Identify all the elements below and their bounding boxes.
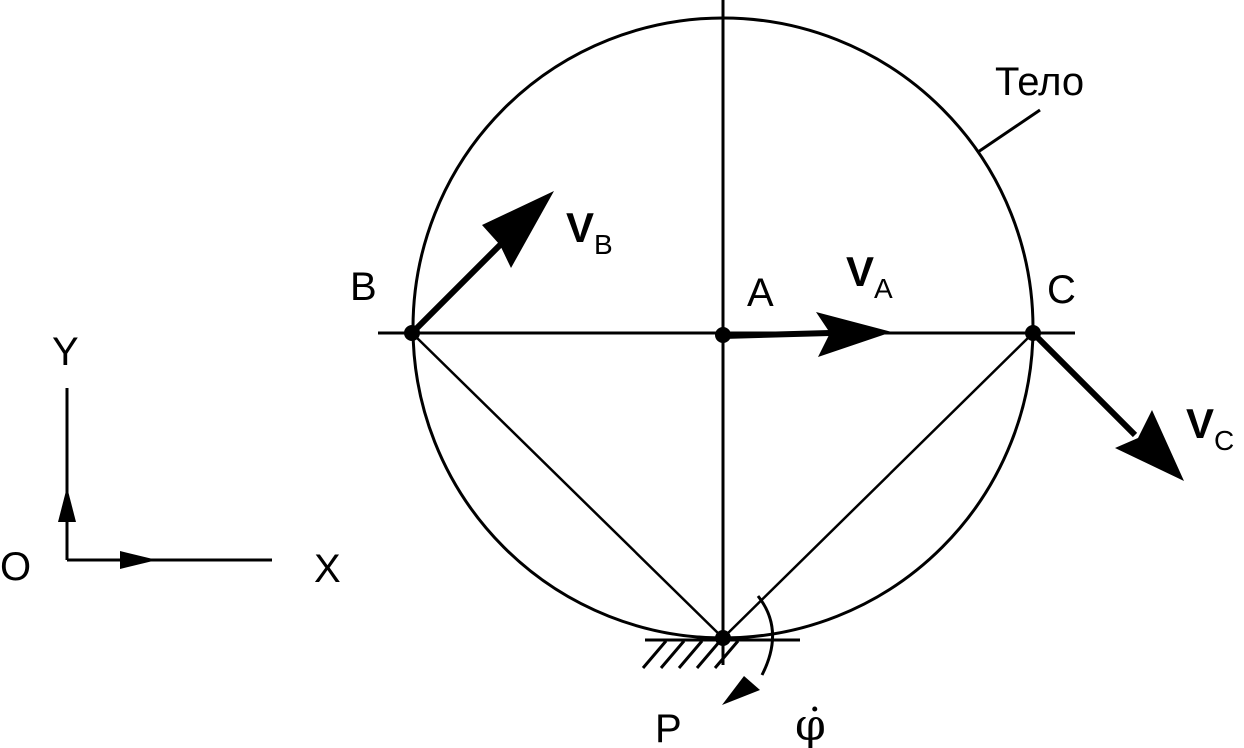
coordinate-axes xyxy=(58,388,272,569)
velocity-vector-b xyxy=(409,191,554,336)
x-axis-label: X xyxy=(314,547,341,591)
line-pb xyxy=(411,332,724,639)
velocity-a-main: V xyxy=(846,248,874,295)
velocity-c-label: VC xyxy=(1186,400,1234,456)
line-pc xyxy=(722,332,1034,639)
angular-velocity-arc xyxy=(722,595,774,705)
point-b-label: B xyxy=(350,265,377,309)
point-p-dot xyxy=(715,630,731,646)
velocity-b-main: V xyxy=(566,204,594,251)
point-a-label: A xyxy=(747,271,774,315)
y-axis-label: Y xyxy=(52,330,79,374)
point-p-label: P xyxy=(655,707,682,748)
point-c-label: C xyxy=(1047,268,1076,312)
velocity-c-sub: C xyxy=(1214,425,1234,456)
velocity-vector-c xyxy=(1030,330,1184,481)
velocity-c-main: V xyxy=(1186,400,1214,447)
origin-label: O xyxy=(0,545,31,589)
body-label-leader xyxy=(977,108,1041,154)
body-label: Тело xyxy=(995,60,1084,104)
angular-velocity-label: φ̇ xyxy=(795,700,826,748)
velocity-b-label: VB xyxy=(566,204,613,260)
velocity-b-sub: B xyxy=(594,229,613,260)
velocity-a-sub: A xyxy=(874,273,893,304)
velocity-vector-a xyxy=(722,312,892,357)
y-axis-arrow-icon xyxy=(58,487,76,522)
x-axis-arrow-icon xyxy=(120,551,157,569)
velocity-a-label: VA xyxy=(846,248,893,304)
ground-hatching xyxy=(641,640,740,669)
